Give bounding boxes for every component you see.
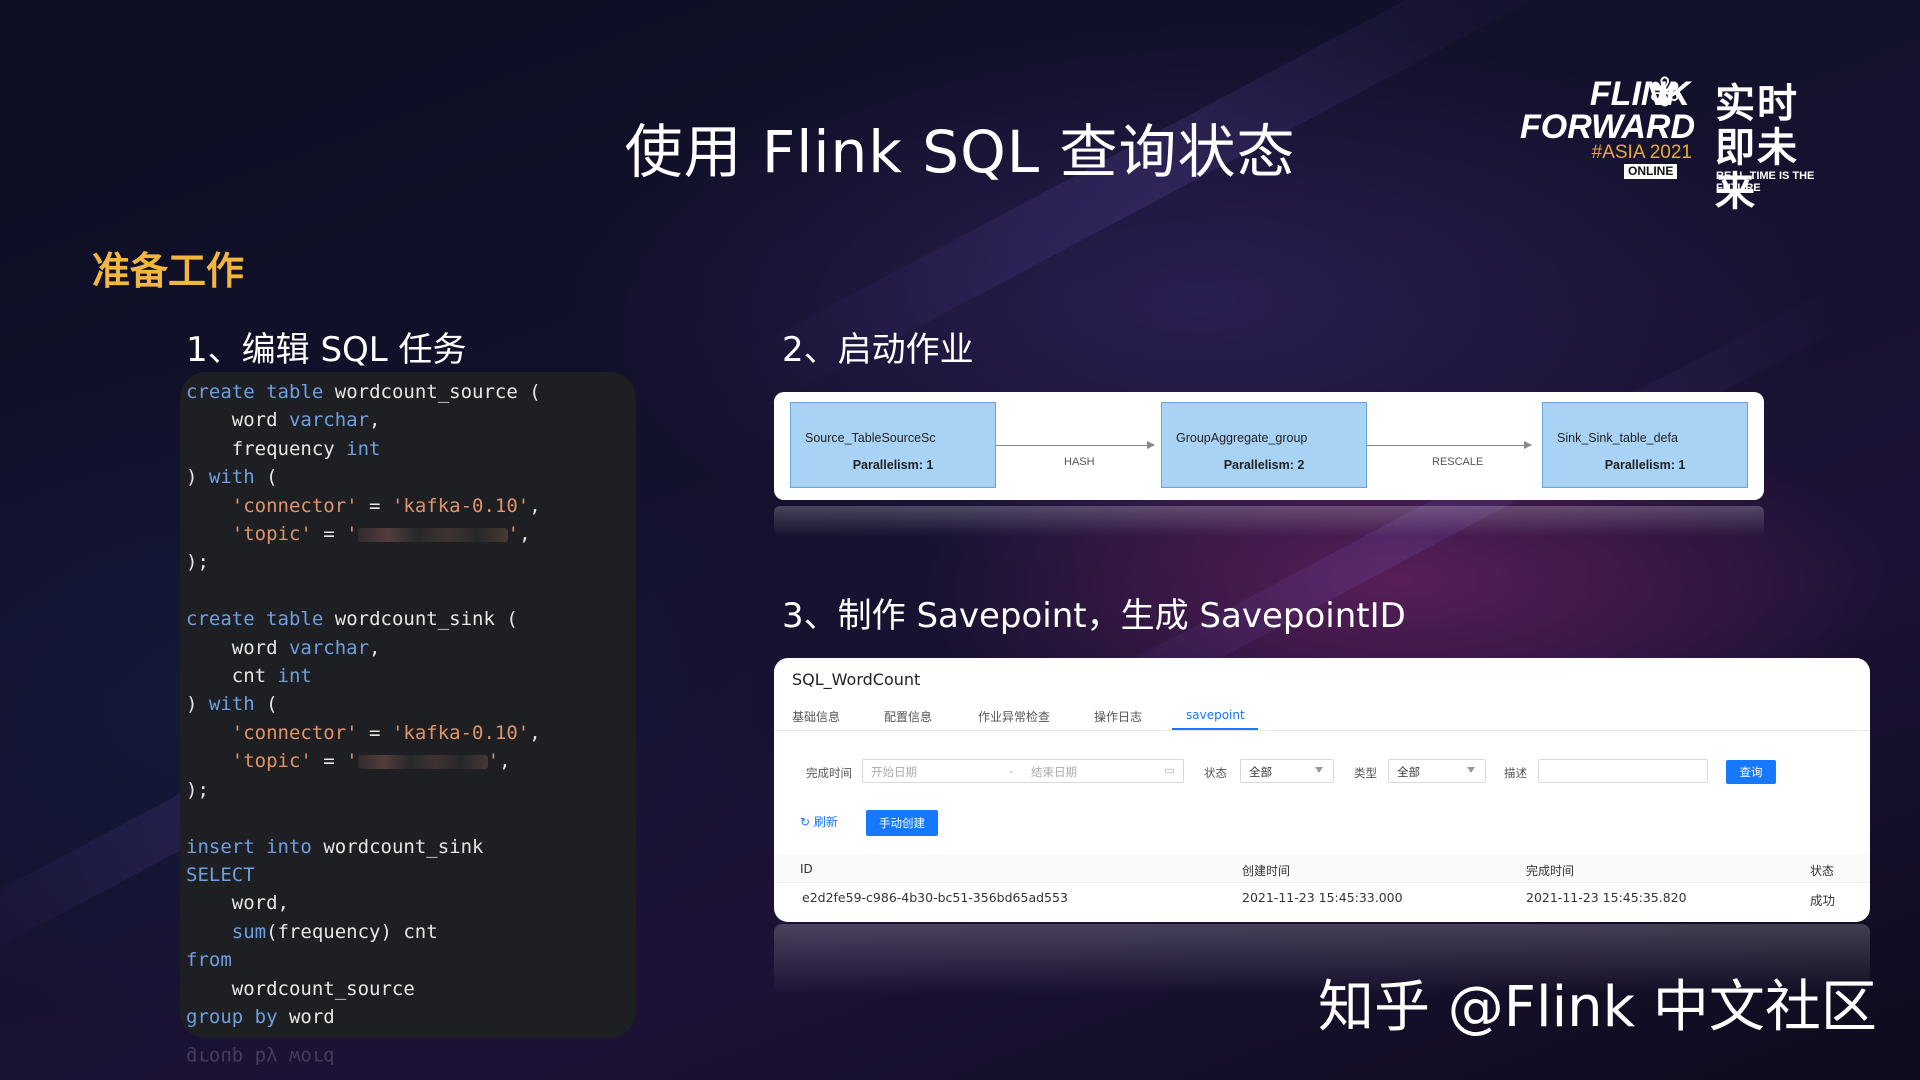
description-label: 描述 [1504,766,1527,780]
tab-op-log[interactable]: 操作日志 [1094,710,1143,724]
tab-config[interactable]: 配置信息 [884,710,933,724]
table-header: ID 创建时间 完成时间 状态 [774,854,1870,883]
type-select[interactable]: 全部 [1388,759,1486,783]
step-2-heading: 2、启动作业 [782,330,974,370]
column-header-created: 创建时间 [1242,864,1291,878]
logo-event: #ASIA 2021 [1591,142,1692,163]
graph-reflection [774,506,1764,536]
section-heading: 准备工作 [92,249,245,293]
squirrel-icon: ✾ [1648,70,1682,116]
tab-bar: 基础信息 配置信息 作业异常检查 操作日志 savepoint [774,702,1870,731]
column-header-finished: 完成时间 [1526,864,1575,878]
dag-edge-label: RESCALE [1432,456,1484,468]
dag-node-source[interactable]: Source_TableSourceSc Parallelism: 1 [790,402,996,488]
column-header-status: 状态 [1810,864,1835,878]
end-date-placeholder: 结束日期 [1031,765,1077,779]
tab-savepoint[interactable]: savepoint [1186,708,1245,722]
step-1-heading: 1、编辑 SQL 任务 [186,330,467,370]
savepoint-panel: SQL_WordCount 基础信息 配置信息 作业异常检查 操作日志 save… [774,658,1870,922]
column-header-id: ID [800,862,813,876]
range-separator: - [1009,764,1014,778]
dag-node-sink[interactable]: Sink_Sink_table_defa Parallelism: 1 [1542,402,1748,488]
active-tab-indicator [1172,728,1258,730]
chevron-down-icon [1467,767,1475,773]
status-badge: 成功 [1810,893,1836,908]
date-range-picker[interactable]: 开始日期 - 结束日期 ▭ [862,759,1184,783]
job-graph: Source_TableSourceSc Parallelism: 1 HASH… [774,392,1764,500]
finish-time-label: 完成时间 [806,766,852,780]
logo-badge: ONLINE [1624,164,1678,179]
logo-cn: 实时即未来 [1715,81,1799,215]
savepoint-id: e2d2fe59-c986-4b30-bc51-356bd65ad553 [802,890,1068,905]
dag-edge-rescale [1367,441,1532,449]
created-time: 2021-11-23 15:45:33.000 [1242,890,1403,905]
tab-basic-info[interactable]: 基础信息 [792,710,841,724]
start-date-placeholder: 开始日期 [871,765,917,779]
dag-node-aggregate[interactable]: GroupAggregate_group Parallelism: 2 [1161,402,1367,488]
slide-title: 使用 Flink SQL 查询状态 [624,118,1296,186]
status-select[interactable]: 全部 [1240,759,1334,783]
refresh-icon: ↻ [800,815,811,829]
finished-time: 2021-11-23 15:45:35.820 [1526,890,1687,905]
code-reflection: group by word [186,1046,335,1068]
logo-tagline: REAL-TIME IS THE FUTURE [1716,170,1815,194]
sql-code: create table wordcount_source ( word var… [186,381,541,1028]
redacted-topic [357,527,508,542]
job-title: SQL_WordCount [792,670,921,689]
refresh-button[interactable]: ↻ 刷新 [800,815,838,829]
table-row[interactable]: e2d2fe59-c986-4b30-bc51-356bd65ad553 202… [774,882,1870,916]
sql-code-panel: create table wordcount_source ( word var… [180,372,636,1038]
watermark: 知乎 @Flink 中文社区 [1318,975,1877,1040]
description-input[interactable] [1538,759,1708,783]
status-label: 状态 [1204,766,1227,780]
tab-exception-check[interactable]: 作业异常检查 [978,710,1051,724]
chevron-down-icon [1315,767,1323,773]
redacted-topic [357,754,488,769]
dag-edge-label: HASH [1064,456,1095,468]
panel-reflection [774,924,1870,994]
calendar-icon: ▭ [1164,763,1175,777]
query-button[interactable]: 查询 [1726,760,1776,784]
type-label: 类型 [1354,766,1377,780]
step-3-heading: 3、制作 Savepoint，生成 SavepointID [782,596,1406,636]
manual-create-button[interactable]: 手动创建 [866,810,938,836]
dag-edge-hash [996,441,1155,449]
